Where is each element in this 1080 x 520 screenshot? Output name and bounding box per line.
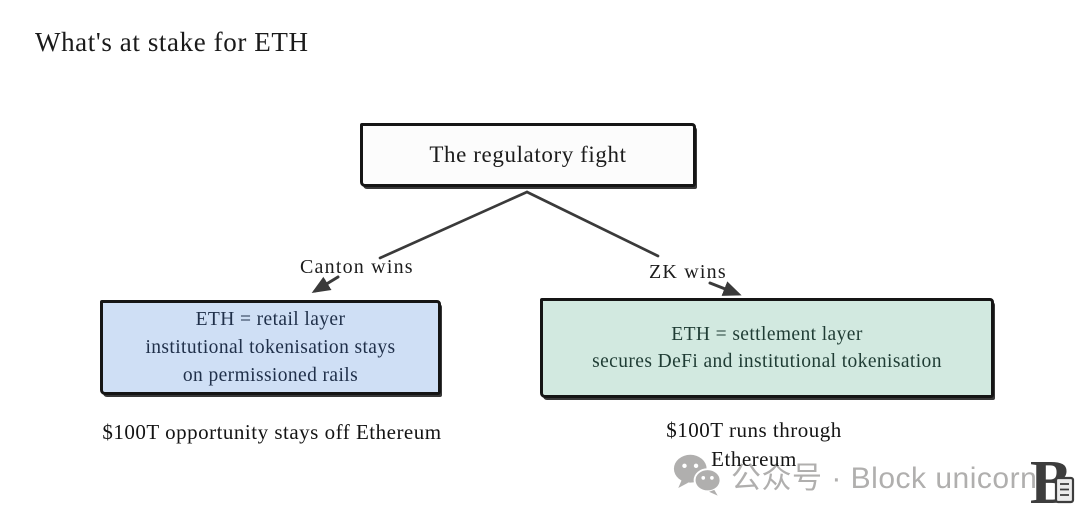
right-caption-line-2: Ethereum bbox=[711, 447, 797, 471]
root-box: The regulatory fight bbox=[360, 123, 696, 187]
right-caption: $100T runs through Ethereum bbox=[655, 416, 853, 474]
left-outcome-box: ETH = retail layer institutional tokenis… bbox=[100, 300, 441, 395]
root-box-label: The regulatory fight bbox=[429, 142, 627, 167]
small-arrow-left bbox=[311, 275, 340, 294]
fork-line-right bbox=[525, 190, 660, 258]
watermark-text: 公众号 · Block unicorn bbox=[731, 461, 1038, 495]
small-arrow-right bbox=[708, 281, 742, 296]
left-outcome-line-2: institutional tokenisation stays bbox=[145, 336, 396, 358]
block-unicorn-logo-icon: B bbox=[1030, 450, 1075, 514]
page-title: What's at stake for ETH bbox=[35, 27, 309, 57]
right-outcome-box: ETH = settlement layer secures DeFi and … bbox=[540, 298, 994, 398]
left-caption: $100T opportunity stays off Ethereum bbox=[102, 420, 442, 444]
branch-label-canton-wins: Canton wins bbox=[300, 256, 414, 278]
left-outcome-line-1: ETH = retail layer bbox=[195, 308, 346, 330]
right-outcome-line-1: ETH = settlement layer bbox=[671, 324, 863, 345]
watermark: 公众号 · Block unicorn bbox=[672, 452, 1037, 497]
left-outcome-line-3: on permissioned rails bbox=[182, 364, 359, 386]
right-caption-line-1: $100T runs through bbox=[666, 418, 842, 442]
fork-line-left bbox=[378, 190, 529, 260]
right-outcome-line-2: secures DeFi and institutional tokenisat… bbox=[592, 351, 942, 372]
wechat-icon bbox=[673, 454, 722, 496]
branch-label-zk-wins: ZK wins bbox=[649, 261, 727, 283]
